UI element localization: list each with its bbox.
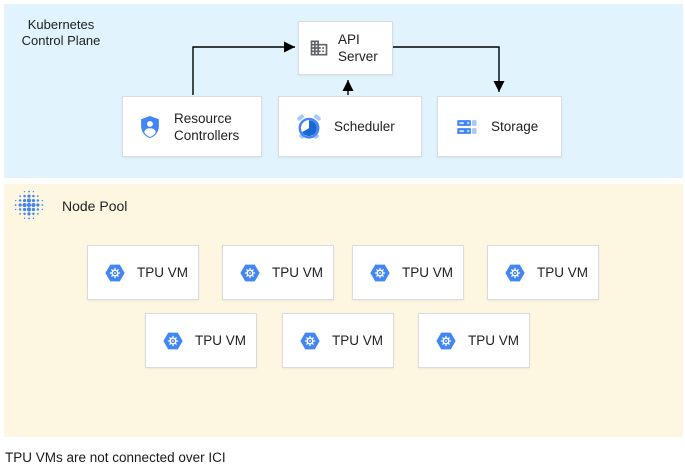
storage-disks-icon (457, 119, 477, 134)
tpu-vm-label: TPU VM (402, 265, 454, 280)
tpu-hexagon-gear-icon (505, 264, 525, 281)
tpu-hexagon-gear-icon (240, 264, 260, 281)
tpu-vm-box: TPU VM (487, 245, 599, 300)
tpu-vm-box: TPU VM (222, 245, 334, 300)
tpu-vm-label: TPU VM (272, 265, 324, 280)
api-server-box: API Server (298, 21, 393, 75)
scheduler-label: Scheduler (334, 119, 395, 134)
scheduler-box: Scheduler (278, 96, 422, 157)
tpu-vm-label: TPU VM (332, 333, 384, 348)
tpu-vm-box: TPU VM (282, 313, 394, 368)
tpu-vm-label: TPU VM (468, 333, 520, 348)
resource-controllers-box: Resource Controllers (122, 96, 262, 157)
tpu-hexagon-gear-icon (436, 332, 456, 349)
shield-user-icon (141, 115, 159, 138)
building-icon (310, 40, 328, 56)
storage-label: Storage (491, 119, 539, 134)
tpu-vm-label: TPU VM (537, 265, 589, 280)
diagram-caption: TPU VMs are not connected over ICI (5, 450, 226, 465)
node-pool-label: Node Pool (62, 198, 128, 214)
tpu-vm-label: TPU VM (137, 265, 189, 280)
tpu-hexagon-gear-icon (163, 332, 183, 349)
tpu-vm-box: TPU VM (145, 313, 257, 368)
storage-box: Storage (437, 96, 562, 157)
alarm-clock-icon (297, 113, 321, 139)
tpu-vm-box: TPU VM (418, 313, 530, 368)
tpu-vm-box: TPU VM (352, 245, 464, 300)
node-pool-region (4, 184, 683, 437)
resource-controllers-label: Resource Controllers (174, 110, 240, 143)
tpu-vm-box: TPU VM (87, 245, 199, 300)
tpu-hexagon-gear-icon (300, 332, 320, 349)
tpu-vm-label: TPU VM (195, 333, 247, 348)
api-server-label: API Server (338, 32, 378, 64)
control-plane-label: Kubernetes Control Plane (21, 17, 101, 48)
tpu-hexagon-gear-icon (105, 264, 125, 281)
node-pool-dots-icon (14, 190, 44, 220)
tpu-hexagon-gear-icon (370, 264, 390, 281)
